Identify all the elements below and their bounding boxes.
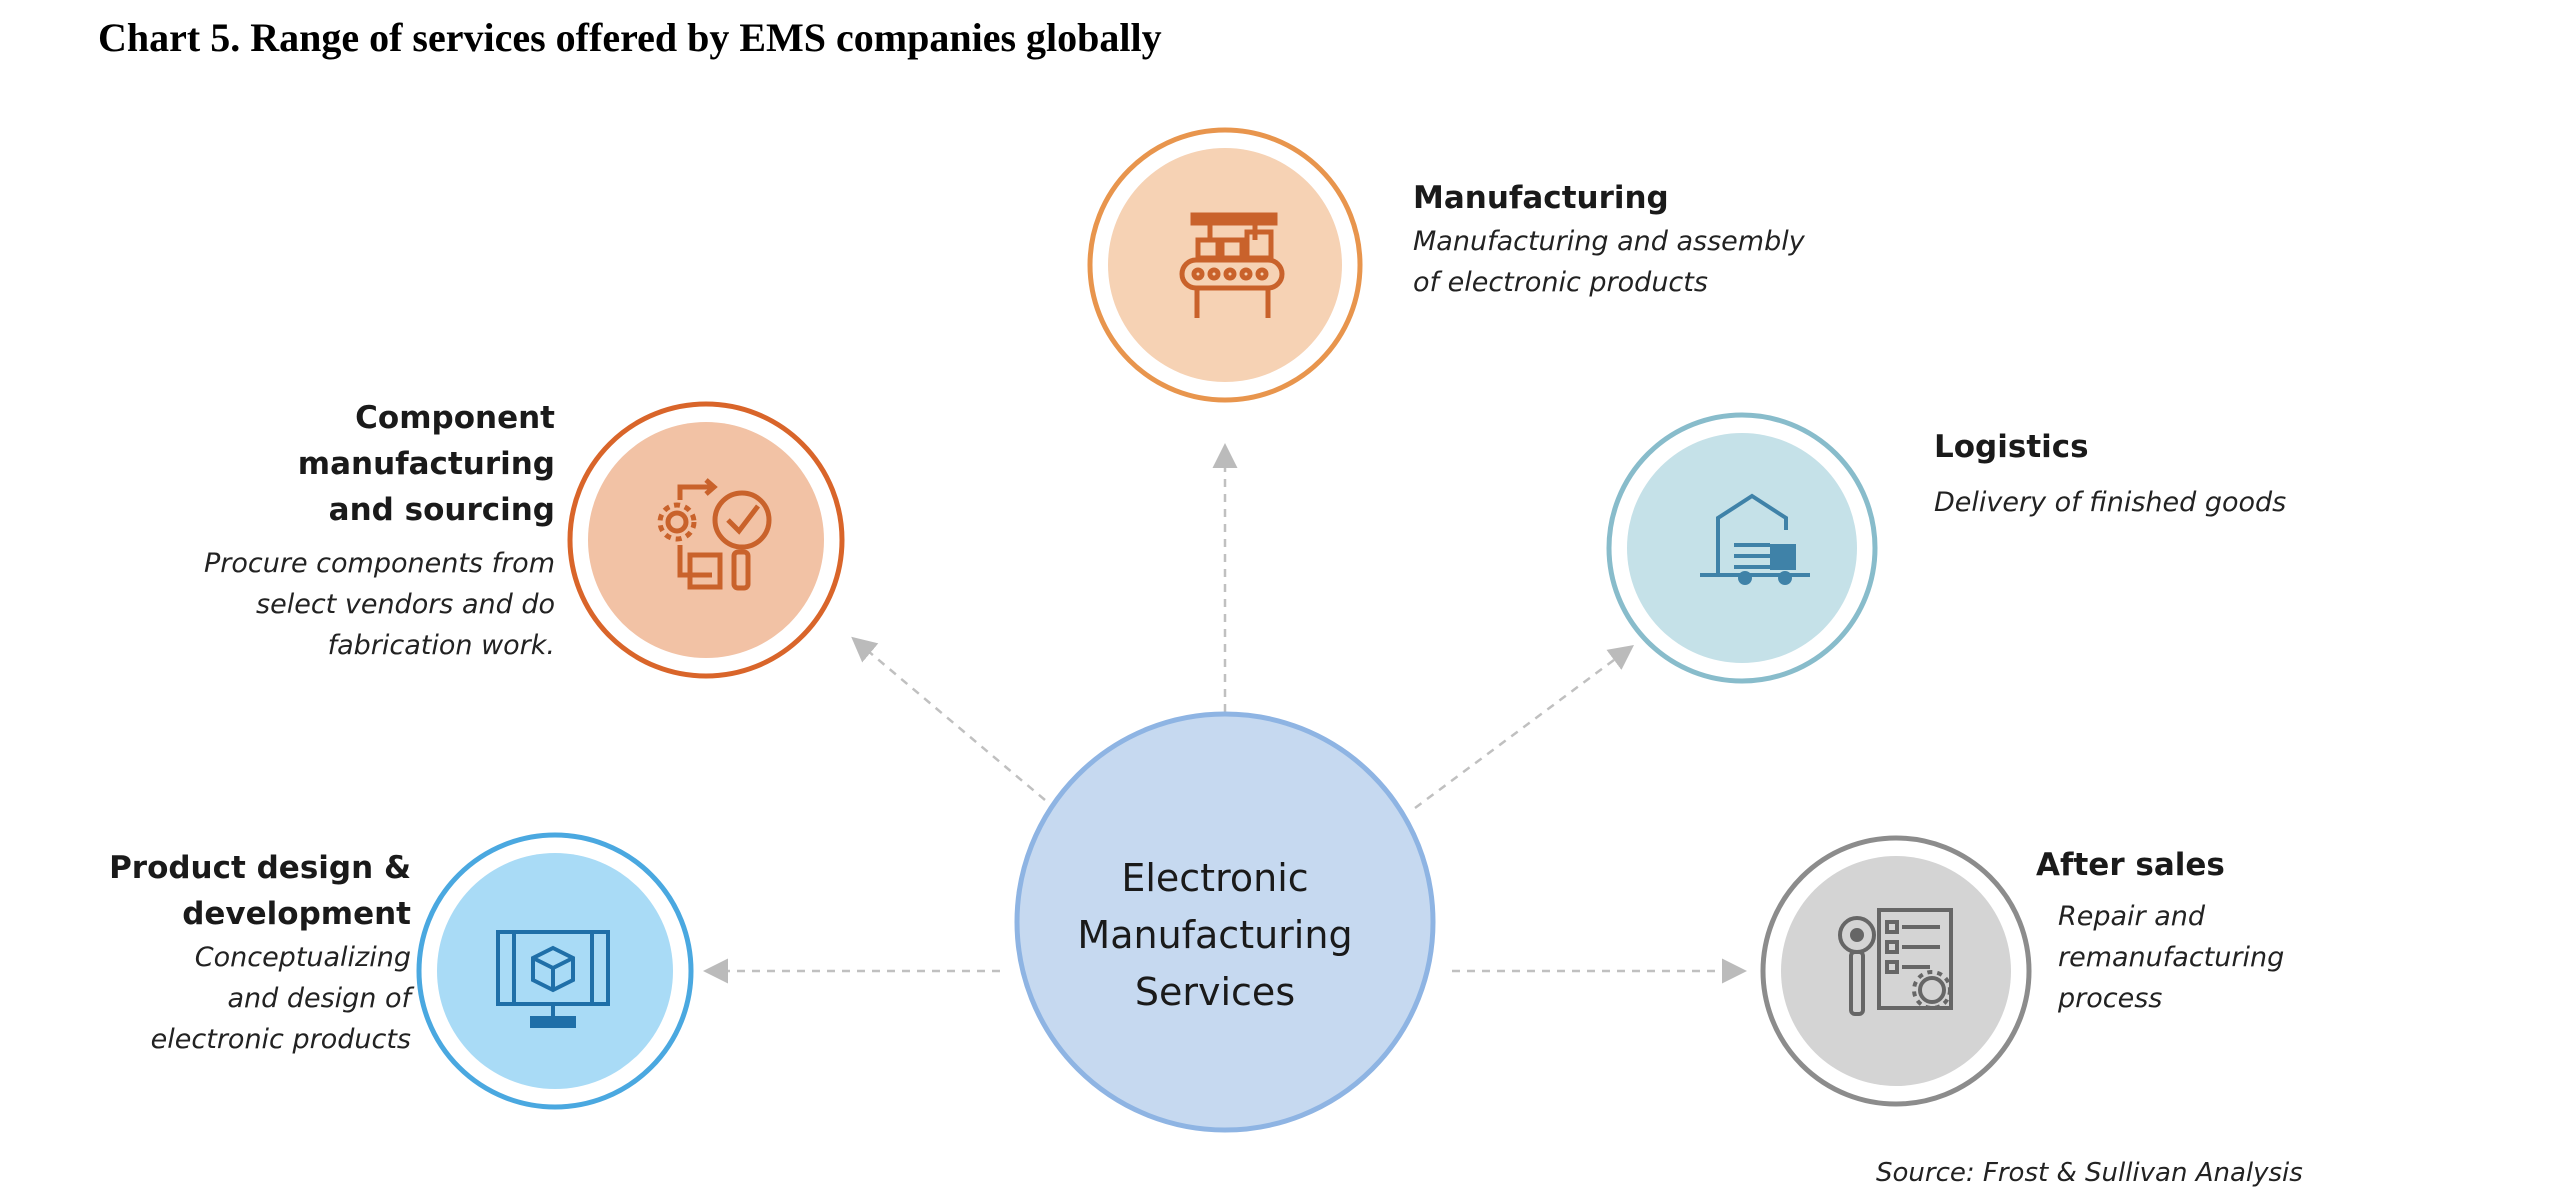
component-desc-line-3: fabrication work. bbox=[327, 630, 555, 661]
product-design-heading-line-1: Product design & bbox=[109, 850, 411, 886]
product-design-node bbox=[416, 832, 694, 1110]
component-desc-line-2: select vendors and do bbox=[256, 589, 555, 620]
after-sales-heading: After sales bbox=[2036, 847, 2225, 883]
chart-title: Chart 5. Range of services offered by EM… bbox=[98, 15, 1162, 60]
connector-component bbox=[851, 636, 1046, 801]
manufacturing-node bbox=[1087, 127, 1363, 403]
after-sales-desc-line-3: process bbox=[2058, 983, 2163, 1014]
logistics-desc-line-1: Delivery of finished goods bbox=[1934, 487, 2287, 518]
monitor-cube-icon bbox=[496, 930, 610, 1028]
center-label: Electronic Manufacturing Services bbox=[1015, 850, 1415, 1021]
warehouse-truck-icon bbox=[1700, 493, 1810, 585]
center-line-1: Electronic bbox=[1121, 856, 1309, 900]
wrench-checklist-icon bbox=[1838, 908, 1953, 1016]
manufacturing-label: Manufacturing Manufacturing and assembly… bbox=[1413, 175, 1805, 303]
after-sales-label: After sales Repair and remanufacturing p… bbox=[2036, 842, 2284, 1019]
source-note: Source: Frost & Sullivan Analysis bbox=[1876, 1158, 2303, 1188]
logistics-heading: Logistics bbox=[1934, 429, 2089, 465]
center-line-3: Services bbox=[1134, 970, 1296, 1014]
component-desc-line-1: Procure components from bbox=[204, 548, 555, 579]
manufacturing-desc-line-2: of electronic products bbox=[1413, 267, 1708, 298]
sourcing-icon bbox=[657, 478, 772, 591]
after-sales-desc-line-1: Repair and bbox=[2058, 901, 2206, 932]
center-circle bbox=[1014, 711, 1436, 1133]
component-label: Component manufacturing and sourcing Pro… bbox=[100, 395, 555, 666]
product-design-heading-line-2: development bbox=[182, 896, 411, 932]
conveyor-belt-icon bbox=[1179, 212, 1285, 318]
logistics-label: Logistics Delivery of finished goods bbox=[1934, 424, 2286, 523]
manufacturing-desc-line-1: Manufacturing and assembly bbox=[1413, 226, 1805, 257]
product-design-desc-line-1: Conceptualizing bbox=[194, 942, 411, 973]
logistics-node bbox=[1606, 412, 1878, 684]
manufacturing-heading: Manufacturing bbox=[1413, 180, 1669, 216]
after-sales-node bbox=[1760, 835, 2032, 1107]
center-line-2: Manufacturing bbox=[1077, 913, 1353, 957]
connector-logistics bbox=[1414, 645, 1635, 810]
component-heading-line-1: Component manufacturing bbox=[297, 400, 555, 482]
product-design-desc-line-2: and design of bbox=[227, 983, 411, 1014]
after-sales-desc-line-2: remanufacturing bbox=[2058, 942, 2285, 973]
product-design-label: Product design & development Conceptuali… bbox=[100, 845, 411, 1060]
product-design-desc-line-3: electronic products bbox=[150, 1024, 411, 1055]
component-heading-line-2: and sourcing bbox=[328, 492, 555, 528]
component-node bbox=[567, 401, 845, 679]
